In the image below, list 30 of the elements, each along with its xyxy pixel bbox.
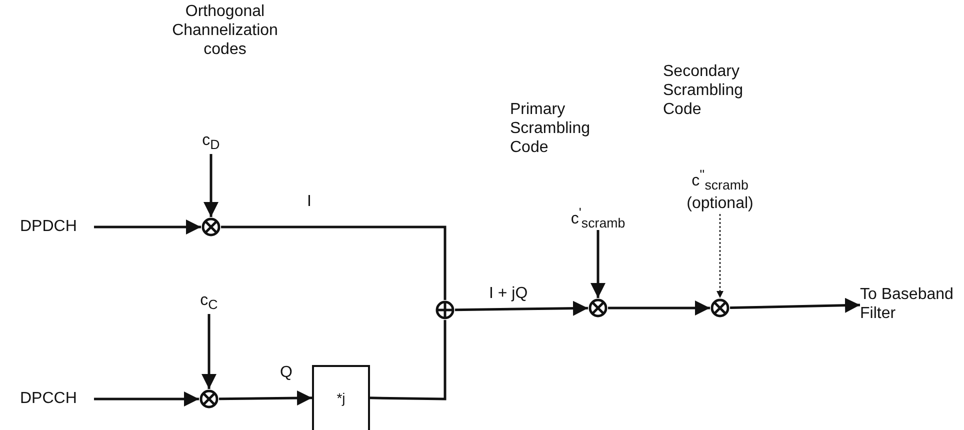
arrow — [730, 298, 860, 313]
edge-label: I — [307, 193, 312, 211]
arrow — [608, 300, 710, 316]
arrow — [454, 300, 588, 316]
signal-line — [221, 226, 446, 300]
edge-label: I + jQ — [489, 285, 528, 303]
signal-label: DPCCH — [20, 389, 94, 409]
adder-symbol — [435, 300, 455, 320]
signal-label: c$_{D}$ — [191, 130, 231, 154]
arrow — [716, 214, 724, 298]
arrow — [204, 154, 218, 217]
heading-text: Primary Scrambling Code — [510, 100, 592, 158]
arrow — [202, 314, 216, 389]
arrow — [94, 392, 199, 406]
arrow — [94, 220, 201, 234]
multiplier-symbol — [201, 217, 221, 237]
multiplier-symbol — [199, 389, 219, 409]
arrow — [590, 230, 606, 298]
multiplier-symbol — [588, 298, 608, 318]
arrow — [218, 390, 312, 406]
note-text: (optional) — [686, 194, 754, 213]
edge-label: Q — [280, 364, 292, 382]
signal-label: DPDCH — [20, 217, 94, 237]
heading-text: Orthogonal Channelization codes — [171, 2, 279, 60]
heading-text: Secondary Scrambling Code — [663, 62, 744, 120]
signal-label: To Baseband Filter — [860, 272, 956, 336]
operator-box: *j — [312, 365, 370, 430]
signal-label: c$_{C}$ — [189, 290, 229, 314]
signal-line — [370, 320, 446, 400]
multiplier-symbol — [710, 298, 730, 318]
